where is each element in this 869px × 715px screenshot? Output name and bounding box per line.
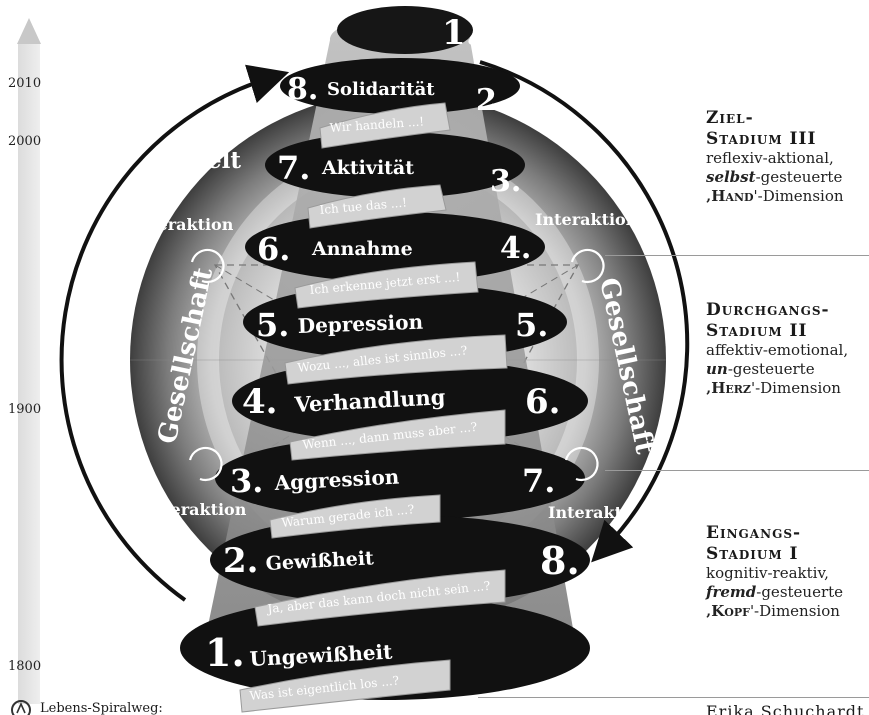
year-label-1800: 1800: [8, 659, 42, 674]
stage-I: Eingangs- Stadium I kognitiv-reaktiv, fr…: [706, 523, 869, 621]
label-gesellschaft-left: Gesellschaft: [153, 265, 220, 446]
timeline-bar: [18, 44, 40, 704]
stage-desc-line2: un-gesteuerte: [706, 360, 815, 379]
interaktion-label-top-left: Interaktion: [131, 215, 234, 234]
phase-quote-7: Ich tue das ...!: [319, 195, 407, 217]
phase-quote-1: Was ist eigentlich los ...?: [249, 673, 400, 703]
stage-desc-em: un: [706, 360, 728, 379]
year-label-2000: 2000: [8, 134, 42, 149]
phase-name-aktivitaet: Aktivität: [321, 157, 414, 179]
phase-name-depression: Depression: [297, 310, 424, 338]
outer-arrow-left: [59, 64, 290, 602]
stage-dimension: ‚Hand'-Dimension: [706, 186, 844, 205]
label-welt: Welt: [182, 147, 241, 174]
right-number-8: 8.: [540, 538, 580, 583]
phase-name-aggression: Aggression: [273, 464, 400, 495]
phase-quote-3: Warum gerade ich ...?: [281, 502, 415, 530]
divider-2: [605, 470, 869, 471]
outer-arrow-right: [479, 60, 690, 563]
footer-left-text: Lebens-Spiralweg:: [40, 701, 163, 715]
stage-desc-line1: reflexiv-aktional,: [706, 149, 834, 168]
stage-title-line2: Stadium III: [706, 128, 817, 149]
stage-title-line2: Stadium I: [706, 543, 799, 564]
stage-desc-line2: fremd-gesteuerte: [706, 583, 844, 602]
phase-number-5: 5.: [256, 306, 289, 344]
phase-quote-8: Wir handeln ...!: [329, 114, 424, 135]
phase-name-solidaritaet: Solidarität: [327, 79, 435, 100]
phase-number-3: 3.: [230, 462, 263, 500]
phase-quote-5: Wozu ..., alles ist sinnlos ...?: [297, 343, 468, 375]
phase-name-gewissheit: Gewißheit: [265, 547, 374, 575]
timeline-arrow-icon: [17, 18, 41, 44]
interaktion-label-top-right: Interaktion: [535, 210, 638, 229]
right-number-3: 3.: [490, 164, 521, 199]
interaktion-label-bottom-right: Interakt.: [548, 503, 628, 522]
footer-author: Erika Schuchardt: [706, 702, 865, 715]
stage-desc-line1: kognitiv-reaktiv,: [706, 564, 829, 583]
right-number-7: 7.: [522, 462, 555, 500]
phase-quote-2: Ja, aber das kann doch nicht sein ...?: [265, 579, 491, 617]
stage-desc-em: selbst: [706, 168, 756, 187]
spiral-top-cap: [337, 6, 473, 54]
stage-title-line2: Stadium II: [706, 320, 808, 341]
stage-desc-line1: affektiv-emotional,: [706, 341, 849, 360]
phase-name-ungewissheit: Ungewißheit: [249, 640, 394, 671]
right-number-5: 5.: [515, 306, 548, 344]
stage-desc-line2: selbst-gesteuerte: [706, 168, 843, 187]
stage-III: Ziel- Stadium III reflexiv-aktional, sel…: [706, 108, 869, 206]
stage-desc-em: fremd: [706, 583, 757, 602]
right-number-1: 1.: [442, 13, 478, 53]
stage-dimension: ‚Herz'-Dimension: [706, 378, 841, 397]
right-number-6: 6.: [525, 382, 561, 422]
stage-title-line1: Durchgangs-: [706, 300, 830, 320]
interaktion-label-bottom-left: Interaktion: [144, 500, 247, 519]
phase-quote-4: Wenn ..., dann muss aber ...?: [302, 420, 478, 452]
phase-number-6: 6.: [257, 230, 290, 268]
phase-number-8: 8.: [287, 72, 318, 107]
right-number-4: 4.: [500, 231, 531, 266]
year-label-2010: 2010: [8, 76, 42, 91]
lebensspiral-logo-icon: [11, 700, 31, 715]
divider-1: [605, 255, 869, 256]
phase-name-annahme: Annahme: [311, 238, 413, 260]
phase-number-1: 1.: [205, 630, 245, 675]
divider-3: [478, 697, 869, 698]
stage-II: Durchgangs- Stadium II affektiv-emotiona…: [706, 300, 869, 398]
stage-title-line1: Ziel-: [706, 108, 754, 128]
phase-name-verhandlung: Verhandlung: [293, 384, 446, 417]
stage-dimension: ‚Kopf'-Dimension: [706, 601, 840, 620]
phase-quote-6: Ich erkenne jetzt erst ...!: [309, 270, 461, 297]
label-gesellschaft-right: Gesellschaft: [593, 275, 660, 456]
year-label-1900: 1900: [8, 402, 42, 417]
phase-number-4: 4.: [242, 382, 278, 422]
phase-number-7: 7.: [277, 149, 310, 187]
stage-title-line1: Eingangs-: [706, 523, 802, 543]
right-number-2: 2.: [476, 83, 507, 118]
phase-number-2: 2.: [223, 541, 259, 581]
